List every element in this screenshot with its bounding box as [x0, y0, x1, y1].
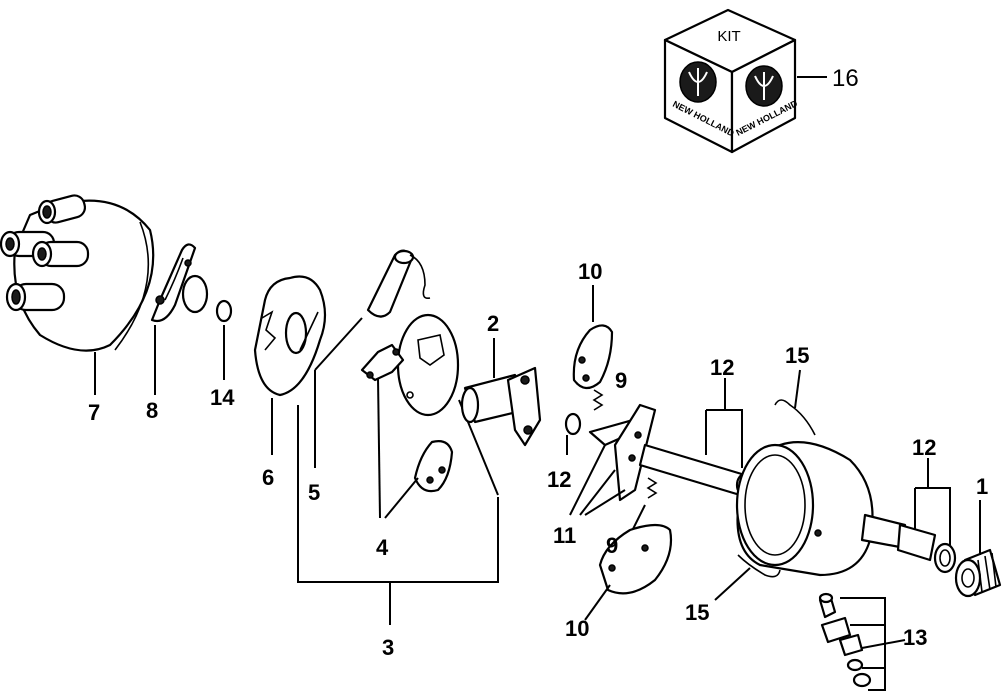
retaining-clip-lower	[714, 554, 781, 601]
advance-weight-upper	[572, 285, 614, 390]
clamp-hardware	[818, 592, 906, 691]
felt-washer	[215, 299, 233, 380]
distributor-housing	[735, 441, 937, 577]
dust-shield	[253, 275, 327, 455]
callout-11: 11	[553, 523, 576, 548]
callout-13: 13	[903, 625, 927, 650]
advance-spring-upper	[592, 389, 604, 411]
drive-gear	[954, 500, 1002, 598]
contact-points-lower	[413, 440, 454, 493]
callout-2: 2	[487, 311, 499, 336]
callout-10-upper: 10	[578, 259, 602, 284]
callout-15-upper: 15	[785, 343, 809, 368]
cap-tower	[0, 230, 56, 258]
callout-15-lower: 15	[685, 600, 709, 625]
callout-5: 5	[308, 480, 320, 505]
callout-12-right: 12	[912, 435, 936, 460]
cap-tower	[31, 240, 90, 268]
kit-label: KIT	[717, 28, 740, 45]
shaft-adapter	[460, 338, 542, 447]
callout-1: 1	[976, 474, 988, 499]
callout-4: 4	[376, 535, 389, 560]
callout-9-upper: 9	[615, 368, 627, 393]
callout-12-shaft: 12	[710, 355, 734, 380]
shim-washer	[914, 458, 957, 574]
group-bracket-3	[297, 405, 499, 625]
callout-8: 8	[146, 398, 158, 423]
callout-7: 7	[88, 400, 100, 425]
callout-9-lower: 9	[606, 533, 618, 558]
callout-labels: 1 2 3 4 5 6 7 8 9 9 10 10 11 12 12 12 13…	[88, 65, 988, 660]
callout-14: 14	[210, 385, 235, 410]
callout-6: 6	[262, 465, 274, 490]
condenser	[314, 249, 431, 468]
rotor	[150, 243, 209, 395]
contact-points-upper	[360, 343, 405, 382]
cap-tower	[37, 194, 87, 225]
distributor-shaft	[638, 378, 755, 498]
retaining-clip-upper	[774, 369, 816, 436]
advance-weight-lower	[584, 523, 673, 621]
cap-tower	[5, 282, 66, 312]
callout-12-washer: 12	[547, 467, 571, 492]
callout-10-lower: 10	[565, 616, 589, 641]
callout-3: 3	[382, 635, 394, 660]
kit-box: KIT NEW HOLLAND NEW HOLLAND	[663, 8, 827, 154]
distributor-cap	[0, 194, 155, 395]
thrust-washer	[564, 412, 582, 455]
callout-16: 16	[832, 65, 859, 92]
